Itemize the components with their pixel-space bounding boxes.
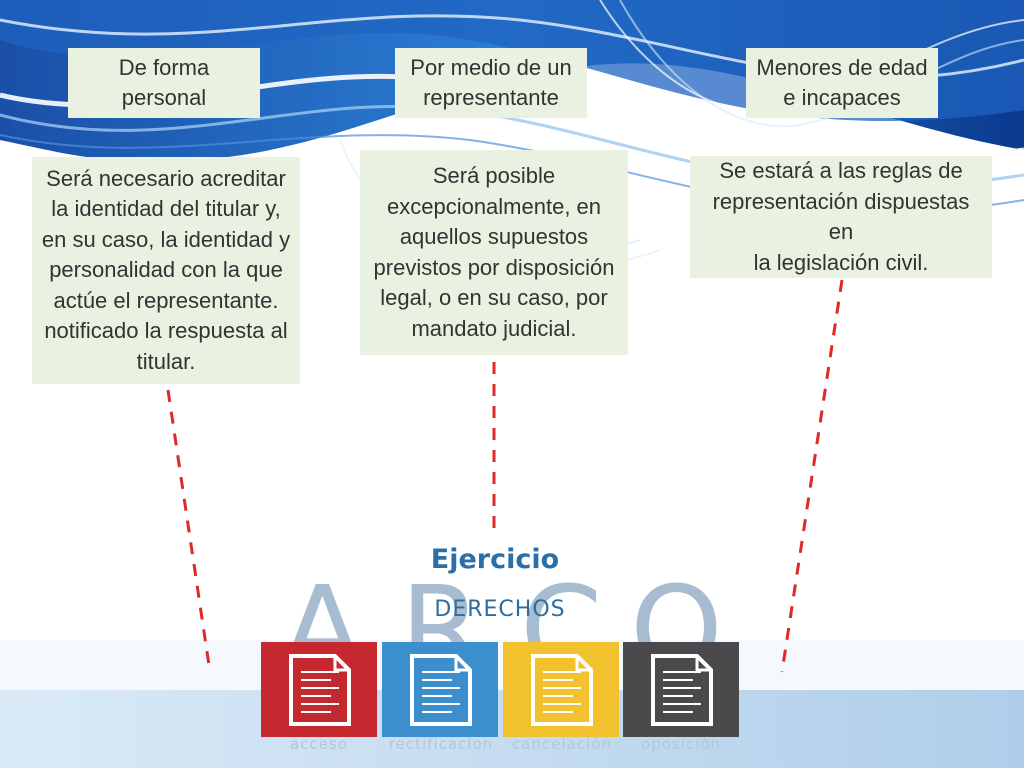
body-menores: Se estará a las reglas de representación… <box>690 156 992 278</box>
tile-label-rectificacion: rectificacion <box>388 735 494 753</box>
document-icon <box>410 654 472 726</box>
body-personal: Será necesario acreditar la identidad de… <box>32 157 300 384</box>
connector-lines <box>166 279 844 673</box>
logo-title: Ejercicio <box>430 544 560 575</box>
tile-label-cancelacion: cancelación <box>512 735 612 753</box>
logo-subtitle: DERECHOS <box>434 597 566 622</box>
tile-rectificacion <box>382 642 498 737</box>
document-icon <box>531 654 593 726</box>
tile-oposicion <box>623 642 739 737</box>
tile-label-oposicion: oposición <box>641 735 721 753</box>
connector-left <box>166 389 212 673</box>
document-icon <box>289 654 351 726</box>
document-icon <box>651 654 713 726</box>
tile-cancelacion <box>503 642 619 737</box>
connector-right <box>780 279 844 673</box>
tile-acceso <box>261 642 377 737</box>
tile-label-acceso: acceso <box>290 735 348 753</box>
body-representante: Será posible excepcionalmente, en aquell… <box>360 150 628 355</box>
